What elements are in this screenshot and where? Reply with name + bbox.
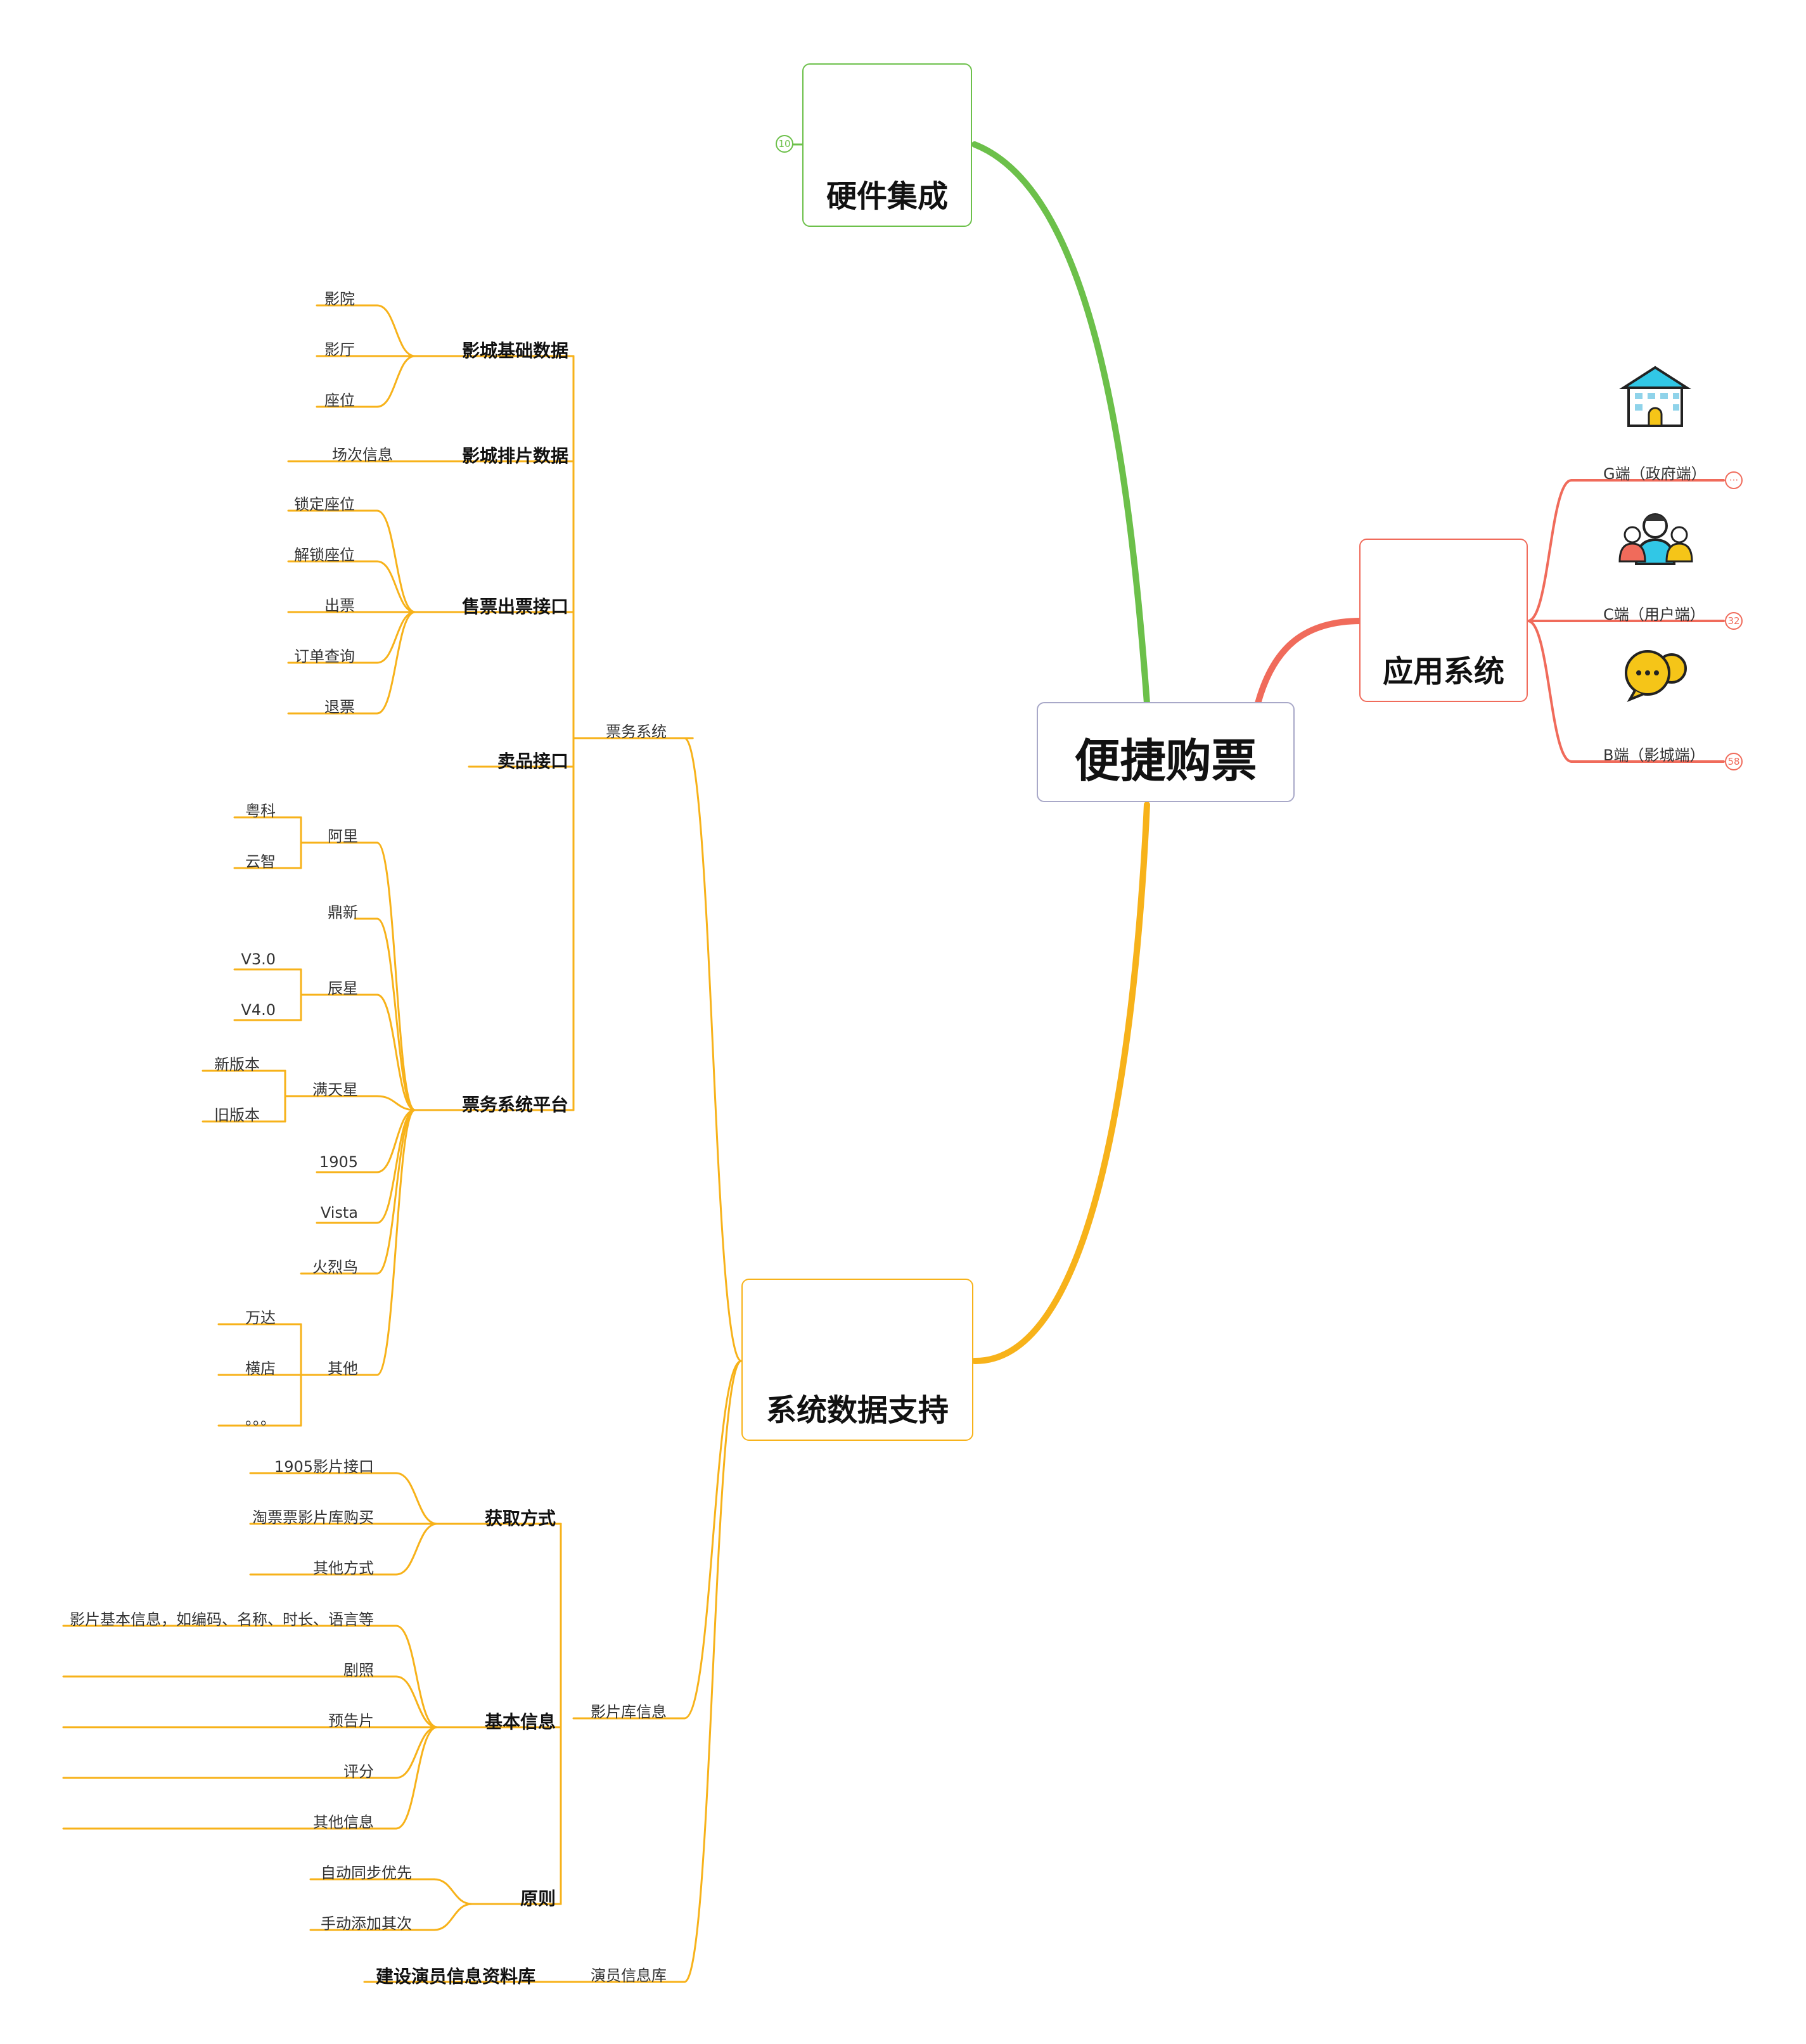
ticket-system-label[interactable]: 票务系统 <box>606 723 667 741</box>
connector-line <box>376 509 416 613</box>
platform-item-5[interactable]: Vista <box>320 1204 358 1222</box>
connector-line <box>376 304 416 357</box>
connector-line <box>376 1109 416 1376</box>
other-sub-0[interactable]: 万达 <box>245 1309 276 1327</box>
connector-line <box>376 1109 416 1275</box>
branch-hardware <box>971 141 1150 706</box>
chenxing-sub-1[interactable]: V4.0 <box>241 1001 276 1019</box>
basic-leaf-1[interactable]: 影厅 <box>324 341 355 359</box>
users-icon <box>1618 513 1693 565</box>
app-item-badge[interactable]: 32 <box>1725 612 1743 630</box>
app-item-badge[interactable]: ··· <box>1725 471 1743 489</box>
hardware-node[interactable]: 硬件集成 <box>802 63 972 227</box>
connector-line <box>683 1360 743 1720</box>
info-leaf-3[interactable]: 评分 <box>343 1763 374 1780</box>
basic-leaf-2[interactable]: 座位 <box>324 392 355 409</box>
connector-line <box>376 841 416 1111</box>
data-node[interactable]: 系统数据支持 <box>741 1279 973 1441</box>
connector-line <box>433 1878 473 1905</box>
connector-line <box>376 560 416 613</box>
film-basic-info[interactable]: 基本信息 <box>484 1711 556 1732</box>
sale-leaf-3[interactable]: 订单查询 <box>294 648 355 665</box>
connector-line <box>376 993 416 1111</box>
connector-line <box>376 611 416 664</box>
branch-app <box>1255 618 1364 706</box>
app-item-1[interactable]: C端（用户端） <box>1603 606 1705 623</box>
platform-item-7[interactable]: 其他 <box>328 1360 358 1377</box>
platform-item-0[interactable]: 阿里 <box>328 827 358 845</box>
connector-line <box>1527 620 1573 763</box>
connector-line <box>376 611 416 715</box>
actor-child[interactable]: 建设演员信息资料库 <box>375 1966 535 1987</box>
hardware-collapse-badge[interactable]: 10 <box>776 135 793 153</box>
info-leaf-1[interactable]: 剧照 <box>343 1661 374 1679</box>
connector-line <box>376 917 416 1111</box>
app-node-label: 应用系统 <box>1382 654 1504 689</box>
ticket-platform[interactable]: 票务系统平台 <box>461 1094 568 1115</box>
ticket-goods-api[interactable]: 卖品接口 <box>497 751 568 772</box>
app-item-0[interactable]: G端（政府端） <box>1603 465 1707 483</box>
principle-leaf-0[interactable]: 自动同步优先 <box>321 1864 412 1882</box>
building-icon <box>1619 366 1691 427</box>
connector-line <box>683 737 743 1362</box>
connector-line <box>376 1095 416 1111</box>
actor-library-label[interactable]: 演员信息库 <box>591 1967 667 1984</box>
principle-leaf-1[interactable]: 手动添加其次 <box>321 1915 412 1932</box>
ali-sub-0[interactable]: 粤科 <box>245 802 276 820</box>
film-library-label[interactable]: 影片库信息 <box>591 1703 667 1721</box>
connector-line <box>683 1360 743 1983</box>
platform-item-2[interactable]: 辰星 <box>328 980 358 997</box>
acquire-leaf-2[interactable]: 其他方式 <box>313 1559 374 1577</box>
mantianxing-sub-1[interactable]: 旧版本 <box>214 1106 260 1124</box>
connector-line <box>395 1726 439 1830</box>
app-node[interactable]: 应用系统 <box>1359 539 1528 702</box>
connector-line <box>395 1523 439 1576</box>
platform-item-6[interactable]: 火烈鸟 <box>312 1258 358 1276</box>
connector-line <box>376 355 416 408</box>
root-node-label: 便捷购票 <box>1074 734 1257 788</box>
ticket-sale-api[interactable]: 售票出票接口 <box>461 596 568 617</box>
sale-leaf-0[interactable]: 锁定座位 <box>294 495 355 513</box>
sale-leaf-2[interactable]: 出票 <box>324 597 355 615</box>
app-item-badge[interactable]: 58 <box>1725 753 1743 770</box>
acquire-leaf-1[interactable]: 淘票票影片库购买 <box>252 1509 374 1526</box>
app-item-2[interactable]: B端（影城端） <box>1603 746 1705 764</box>
sale-leaf-4[interactable]: 退票 <box>324 698 355 716</box>
ticket-schedule-data[interactable]: 影城排片数据 <box>461 445 568 466</box>
acquire-leaf-0[interactable]: 1905影片接口 <box>274 1458 374 1476</box>
connector-line <box>1527 479 1573 622</box>
hardware-node-label: 硬件集成 <box>826 179 948 214</box>
platform-item-1[interactable]: 鼎新 <box>328 904 358 921</box>
film-acquire[interactable]: 获取方式 <box>484 1508 556 1529</box>
schedule-leaf-0[interactable]: 场次信息 <box>332 446 393 464</box>
connector-line <box>433 1903 473 1931</box>
mantianxing-sub-0[interactable]: 新版本 <box>214 1056 260 1073</box>
chat-icon <box>1625 650 1687 702</box>
root-node[interactable]: 便捷购票 <box>1037 702 1295 802</box>
platform-item-4[interactable]: 1905 <box>319 1153 358 1171</box>
info-leaf-2[interactable]: 预告片 <box>328 1712 374 1730</box>
ali-sub-1[interactable]: 云智 <box>245 853 276 871</box>
other-sub-1[interactable]: 横店 <box>245 1360 276 1377</box>
connector-line <box>376 1109 416 1224</box>
basic-leaf-0[interactable]: 影院 <box>324 290 355 308</box>
branch-data <box>971 802 1150 1365</box>
ticket-basic-data[interactable]: 影城基础数据 <box>461 340 568 361</box>
chenxing-sub-0[interactable]: V3.0 <box>241 950 276 968</box>
film-principle[interactable]: 原则 <box>520 1888 556 1909</box>
data-node-label: 系统数据支持 <box>765 1393 949 1428</box>
connector-line <box>395 1625 439 1728</box>
connector-line <box>395 1726 439 1779</box>
connector-line <box>395 1675 439 1728</box>
connector-line <box>395 1472 439 1525</box>
info-leaf-4[interactable]: 其他信息 <box>313 1813 374 1831</box>
sale-leaf-1[interactable]: 解锁座位 <box>294 546 355 564</box>
other-sub-2[interactable]: 。。。 <box>245 1410 276 1428</box>
connector-line <box>376 1109 416 1173</box>
info-leaf-0[interactable]: 影片基本信息，如编码、名称、时长、语言等 <box>70 1611 374 1628</box>
platform-item-3[interactable]: 满天星 <box>312 1081 358 1099</box>
